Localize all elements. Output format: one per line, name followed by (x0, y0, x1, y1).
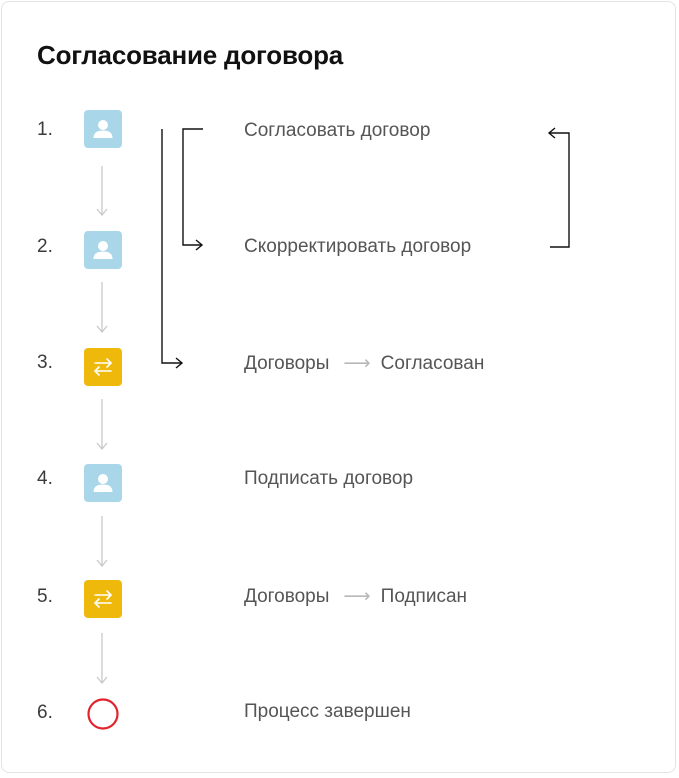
entity-name: Договоры (244, 353, 330, 374)
transition-icon (84, 348, 122, 386)
user-icon (84, 231, 122, 269)
step-label: Процесс завершен (244, 701, 411, 722)
step-number: 3. (37, 352, 53, 373)
step-label: Подписать договор (244, 468, 414, 489)
status-transition-label: Договоры ⟶ Согласован (244, 352, 484, 375)
branch-line-1-to-3 (161, 129, 182, 364)
status-name: Подписан (380, 586, 468, 607)
end-circle-icon (87, 698, 119, 730)
branch-line-2-to-1-arrowhead (547, 127, 556, 139)
connector-2-3-arrowhead (96, 325, 108, 334)
step-number: 5. (37, 586, 53, 607)
entity-name: Договоры (244, 586, 330, 607)
connector-4-5-arrowhead (96, 559, 108, 568)
step-number: 2. (37, 236, 53, 257)
status-name: Согласован (380, 353, 485, 374)
branch-line-1-to-3-arrowhead (175, 357, 184, 369)
arrow-right-icon: ⟶ (343, 353, 371, 374)
step-number: 6. (37, 702, 53, 723)
user-icon (84, 464, 122, 502)
user-icon (84, 110, 122, 148)
connector-3-4-arrowhead (96, 442, 108, 451)
connector-1-2-arrowhead (96, 208, 108, 217)
step-label: Скорректировать договор (244, 236, 472, 257)
branch-line-2-to-1 (549, 132, 570, 248)
step-number: 1. (37, 119, 53, 140)
branch-line-1-to-2-arrowhead (195, 239, 204, 251)
connector-5-6-arrowhead (96, 676, 108, 685)
arrow-right-icon: ⟶ (343, 586, 371, 607)
status-transition-label: Договоры ⟶ Подписан (244, 585, 467, 608)
step-label: Согласовать договор (244, 120, 431, 141)
transition-icon (84, 580, 122, 618)
page-title: Согласование договора (37, 40, 344, 70)
step-number: 4. (37, 468, 53, 489)
branch-line-1-to-2 (182, 128, 203, 246)
